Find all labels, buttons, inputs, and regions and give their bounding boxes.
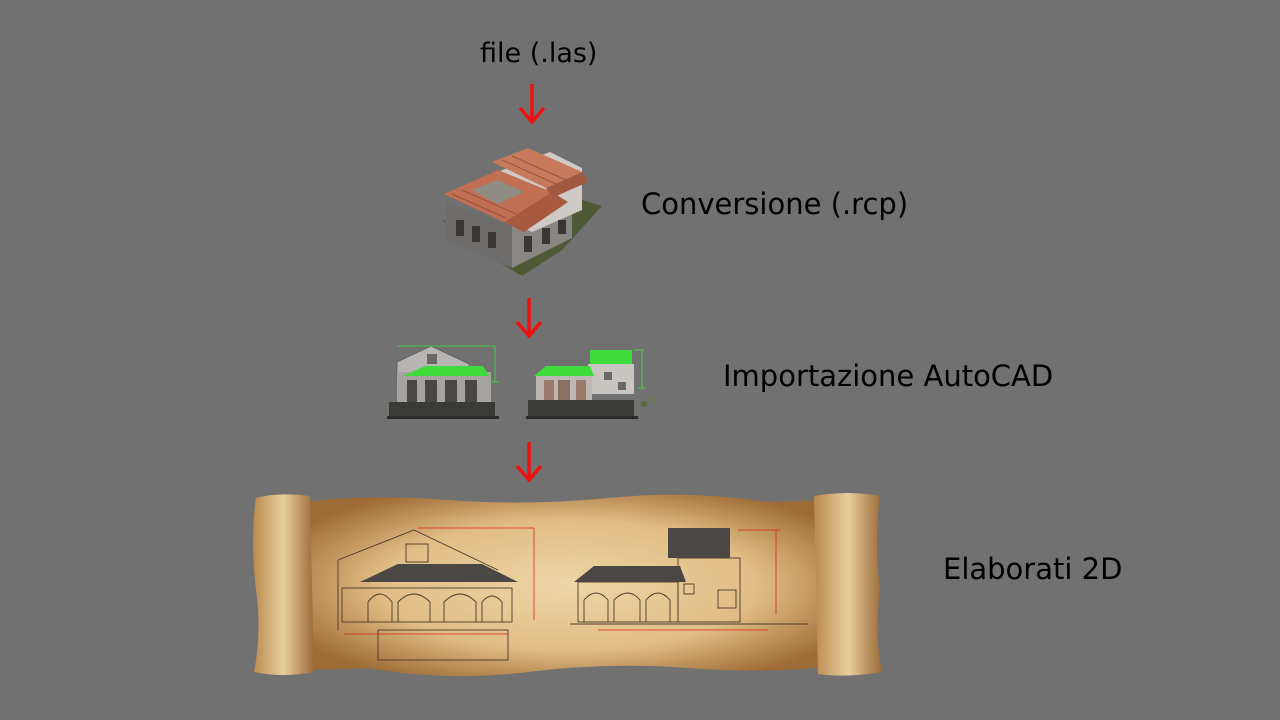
down-arrow-icon	[518, 84, 546, 125]
step-label-elaborati: Elaborati 2D	[943, 552, 1123, 586]
house-point-cloud-image	[442, 148, 602, 276]
down-arrow-icon	[515, 442, 543, 483]
front-elevation-image	[387, 345, 499, 419]
step-label-conversione: Conversione (.rcp)	[641, 187, 909, 221]
parchment-scroll-drawings-image	[253, 493, 882, 677]
step-label-file-las: file (.las)	[480, 38, 598, 69]
down-arrow-icon	[515, 298, 543, 339]
side-elevation-image	[526, 349, 654, 419]
step-label-importazione: Importazione AutoCAD	[723, 359, 1054, 393]
